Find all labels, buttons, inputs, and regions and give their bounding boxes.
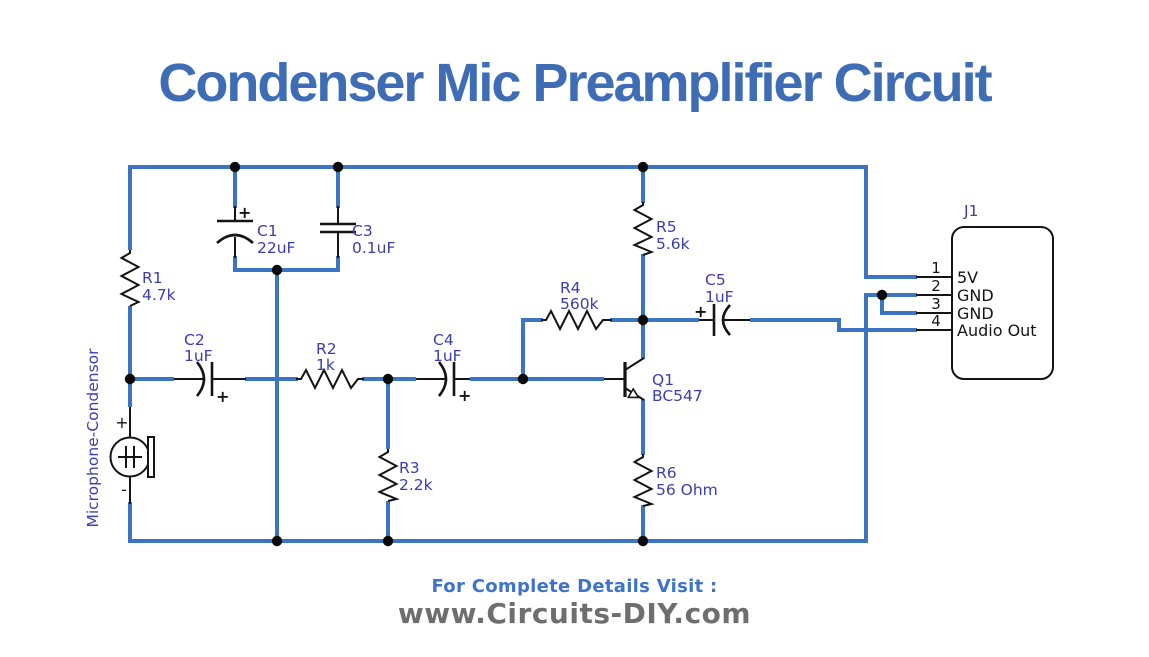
- junction-dot: [637, 314, 649, 326]
- junction-dot: [229, 161, 241, 173]
- connector-j1-body: [951, 226, 1054, 380]
- label-r4-value: 560k: [560, 295, 599, 313]
- capacitor-c1-plate-negative: [216, 233, 254, 244]
- label-j1-ref: J1: [963, 202, 978, 220]
- label-c1-value: 22uF: [257, 239, 296, 257]
- junction-dot: [637, 535, 649, 547]
- label-r4-ref: R4: [560, 279, 581, 297]
- junction-dot: [517, 373, 529, 385]
- footer-website-url: www.Circuits-DIY.com: [397, 597, 752, 630]
- c5-plus-polarity: +: [694, 302, 707, 321]
- label-c4-value: 1uF: [433, 347, 462, 365]
- resistor-r5-symbol: [632, 202, 655, 256]
- c4-plus-polarity: +: [458, 386, 471, 405]
- resistor-r3-symbol: [377, 449, 400, 502]
- wire-c5-to-audio-out: [750, 318, 917, 332]
- resistor-r2-symbol: [296, 367, 364, 391]
- label-c1-ref: C1: [257, 222, 278, 240]
- pin-label-gnd-2: GND: [957, 286, 994, 305]
- label-q1-ref: Q1: [652, 371, 674, 389]
- label-c2-ref: C2: [184, 331, 205, 349]
- page-title: Condenser Mic Preamplifier Circuit: [158, 53, 992, 113]
- label-c4-ref: C4: [433, 331, 454, 349]
- microphone-plus-polarity: +: [115, 413, 128, 432]
- resistor-r6-symbol: [632, 454, 655, 507]
- microphone-element-icon: [118, 446, 142, 468]
- pin-number-1: 1: [931, 259, 941, 277]
- microphone-minus-polarity: -: [121, 480, 127, 499]
- transistor-q1-collector: [624, 357, 645, 371]
- capacitor-c2-plate-negative: [195, 361, 206, 397]
- junction-dot: [637, 161, 649, 173]
- label-r6-ref: R6: [656, 464, 677, 482]
- label-r2-value: 1k: [316, 356, 335, 374]
- label-r1-ref: R1: [142, 269, 163, 287]
- junction-dot: [382, 535, 394, 547]
- junction-dot: [124, 373, 136, 385]
- label-c2-value: 1uF: [184, 347, 213, 365]
- junction-dot: [876, 289, 888, 301]
- junction-dot: [332, 161, 344, 173]
- c1-plus-polarity: +: [238, 203, 251, 222]
- wire-top-rail-5v: [128, 165, 917, 279]
- footer-visit-text: For Complete Details Visit :: [431, 576, 718, 597]
- c2-plus-polarity: +: [216, 387, 229, 406]
- pin-number-3: 3: [931, 295, 941, 313]
- label-r1-value: 4.7k: [142, 286, 176, 304]
- pin-number-2: 2: [931, 277, 941, 295]
- pin-label-gnd-3: GND: [957, 304, 994, 323]
- pin-number-4: 4: [931, 312, 941, 330]
- resistor-r1-symbol: [119, 250, 141, 307]
- resistor-r4-symbol: [541, 308, 612, 332]
- label-c5-ref: C5: [705, 271, 726, 289]
- label-r3-ref: R3: [399, 459, 420, 477]
- pin-label-audio-out: Audio Out: [957, 321, 1037, 340]
- label-c3-ref: C3: [352, 222, 373, 240]
- label-c5-value: 1uF: [705, 288, 734, 306]
- pin-label-5v: 5V: [957, 268, 978, 287]
- label-q1-value: BC547: [652, 387, 703, 405]
- transistor-q1-emitter-arrow-icon: [626, 387, 640, 399]
- microphone-membrane-icon: [147, 436, 155, 478]
- label-r6-value: 56 Ohm: [656, 481, 718, 499]
- label-r2-ref: R2: [316, 340, 337, 358]
- junction-dot: [382, 373, 394, 385]
- junction-dot: [271, 264, 283, 276]
- wire-r4-left-branch: [521, 318, 543, 379]
- label-c3-value: 0.1uF: [352, 239, 395, 257]
- wire-gnd-pin3-branch: [880, 295, 917, 315]
- label-r5-value: 5.6k: [656, 235, 690, 253]
- wire-c1-c3-gnd-link: [233, 256, 340, 272]
- label-r5-ref: R5: [656, 218, 677, 236]
- capacitor-c4-plate-negative: [437, 361, 448, 397]
- junction-dot: [271, 535, 283, 547]
- label-microphone: Microphone-Condensor: [84, 348, 102, 528]
- label-r3-value: 2.2k: [399, 476, 433, 494]
